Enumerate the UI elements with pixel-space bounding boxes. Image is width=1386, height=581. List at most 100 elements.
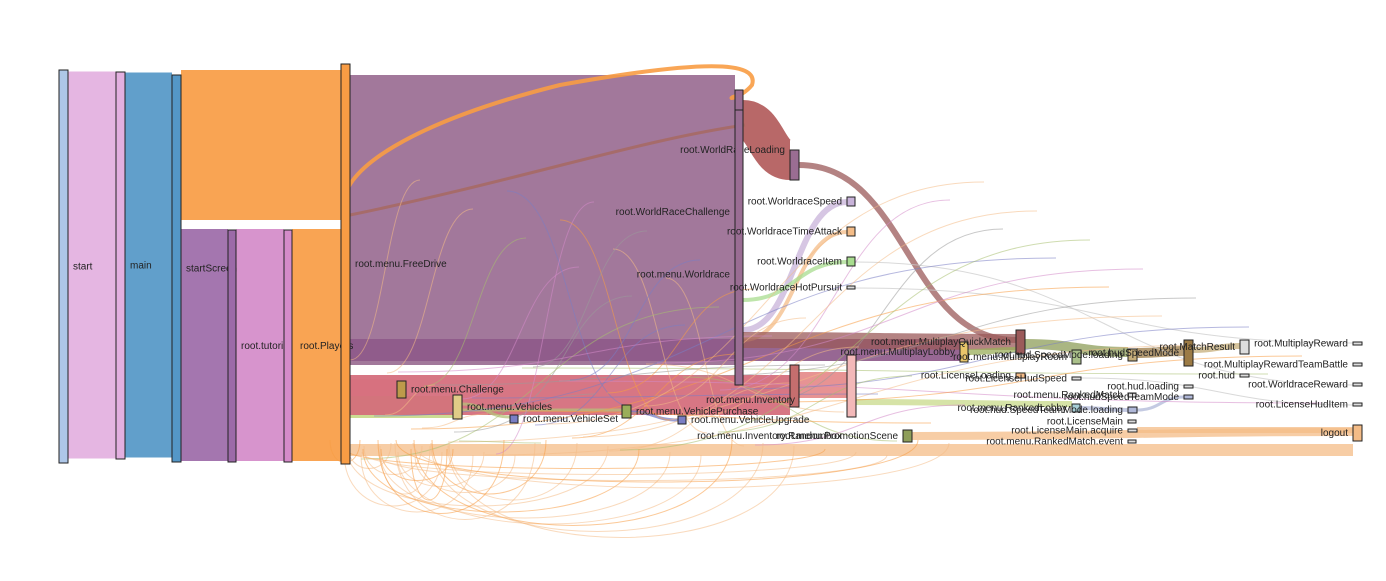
minor-link-60[interactable] [447,445,795,538]
node-bar-worldraceSpeed[interactable] [846,196,856,207]
minor-link-21[interactable] [612,248,708,434]
minor-link-2[interactable] [423,237,527,387]
minor-link-25[interactable] [434,364,826,386]
minor-link-68[interactable] [343,451,443,507]
minor-link-5[interactable] [534,324,686,426]
node-bar-vehicleSet[interactable] [509,414,519,424]
node-bar-licenseMainAcquire[interactable] [1127,428,1138,433]
link-rankedLobby-to-speedTeamModeLoading[interactable] [1079,406,1129,412]
node-rankedMatchEvent[interactable]: root.menu.RankedMatch.event [986,437,1137,448]
node-bar-licenseHudSpeed[interactable] [1071,376,1082,381]
node-start[interactable]: start [58,69,93,464]
node-startScreen[interactable]: startScreen [171,74,237,463]
node-bar-rankedLobby[interactable] [1071,403,1081,413]
minor-link-40[interactable] [569,259,701,381]
link-quickMatch-to-speedModeLoading[interactable] [1024,339,1129,357]
node-bar-vehicleUpgrade[interactable] [677,415,687,425]
link-worldraceLoading-to-quickMatch[interactable] [798,162,1017,343]
minor-link-1[interactable] [386,208,474,374]
node-main[interactable]: main [115,71,152,460]
minor-link-69[interactable] [360,454,474,513]
minor-link-71[interactable] [394,442,536,520]
node-multiplayRewardTeam[interactable]: root.MultiplayRewardTeamBattle [1204,360,1363,371]
node-bar-multiplayReward[interactable] [1352,341,1363,346]
minor-link-23[interactable] [360,306,720,460]
node-promotionScene[interactable]: root.menu.PromotionScene [776,429,913,443]
link-menuWorldrace-to-worldraceLoading[interactable] [739,100,794,180]
node-licenseHudItem[interactable]: root.LicenseHudItem [1256,400,1363,411]
node-bar-worldraceItem[interactable] [846,256,856,267]
minor-link-42[interactable] [643,317,807,407]
minor-link-65[interactable] [412,442,950,489]
node-vehicleSet[interactable]: root.menu.VehicleSet [509,414,618,425]
minor-link-34[interactable] [767,355,1303,403]
minor-link-17[interactable] [558,380,1322,404]
minor-link-8[interactable] [645,363,845,413]
node-worldraceReward[interactable]: root.WorldraceReward [1248,380,1363,391]
minor-link-39[interactable] [532,230,648,368]
minor-link-31[interactable] [656,268,1144,364]
node-randombox[interactable]: root.menu.Inventory.Randombox [697,354,857,442]
node-bar-matchResult[interactable] [1239,339,1250,355]
node-bar-rankedMatch[interactable] [1127,392,1137,398]
minor-link-9[interactable] [682,376,898,442]
minor-link-20[interactable] [559,219,671,421]
link-hudSpeedMode-to-matchResult[interactable] [1192,343,1241,353]
minor-link-16[interactable] [521,367,1269,375]
node-bar-worldraceTimeAttack[interactable] [846,226,856,237]
node-bar-worldraceLoading[interactable] [789,149,800,181]
link-worldraceItem-to-worldraceReward[interactable] [854,261,1354,386]
link-menuWorldrace-to-quickMatch[interactable] [742,332,1017,350]
node-worldraceHotPursuit[interactable]: root.WorldraceHotPursuit [730,283,856,294]
link-menuWorldrace-to-worldraceSpeed[interactable] [742,199,848,333]
minor-link-0[interactable] [349,179,421,361]
minor-link-36[interactable] [421,413,489,429]
node-vehiclePurchase[interactable]: root.menu.VehiclePurchase [621,404,759,419]
node-bar-challenge[interactable] [396,380,407,399]
minor-link-55[interactable] [362,448,640,513]
minor-link-27[interactable] [508,410,932,424]
node-multiplayRoom[interactable]: root.menu.MultiplayRoom [953,349,1082,365]
node-bar-hudLoading[interactable] [1183,384,1194,389]
node-speedModeLoading[interactable]: root.hud.SpeedMode.loading [995,348,1138,362]
minor-link-19[interactable] [506,190,634,408]
minor-link-7[interactable] [608,382,792,452]
node-multiplayReward[interactable]: root.MultiplayReward [1254,339,1363,350]
node-rankedLobby[interactable]: root.menu.RankedLobby [957,403,1081,414]
node-vehicleUpgrade[interactable]: root.menu.VehicleUpgrade [677,415,810,426]
minor-link-37[interactable] [458,440,542,444]
node-bar-freedrive[interactable] [340,63,351,465]
node-worldraceSpeed[interactable]: root.WorldraceSpeed [748,196,856,208]
minor-link-41[interactable] [606,288,754,394]
link-freedrive-to-worldrace-diagonal[interactable] [349,123,746,217]
node-bar-hudSpeedMode[interactable] [1183,339,1194,367]
node-players[interactable]: root.Players [283,229,353,463]
node-bar-worldraceReward[interactable] [1352,382,1363,387]
node-bar-licenseLoading[interactable] [1015,372,1026,379]
minor-link-10[interactable] [719,199,951,391]
node-bar-multiplayRewardTeam[interactable] [1352,362,1363,367]
node-bar-quickMatch[interactable] [1015,329,1026,355]
node-licenseMainAcquire[interactable]: root.LicenseMain.acquire [1011,426,1138,437]
minor-link-67[interactable] [410,448,448,501]
node-licenseMain[interactable]: root.LicenseMain [1047,417,1137,428]
node-quickMatch[interactable]: root.menu.MultiplayQuickMatch [871,329,1026,355]
minor-link-33[interactable] [730,326,1250,390]
node-bar-menuWorldrace[interactable] [734,109,744,386]
minor-link-51[interactable] [414,454,516,493]
minor-link-26[interactable] [471,393,879,399]
node-worldraceTimeAttack[interactable]: root.WorldraceTimeAttack [727,226,856,238]
node-bar-tutorial[interactable] [227,229,237,463]
node-bar-licenseHudItem[interactable] [1352,402,1363,407]
link-worldraceHotPursuit-to-multiplayReward[interactable] [854,287,1354,344]
node-bar-speedTeamModeLoading[interactable] [1127,406,1138,414]
minor-link-35[interactable] [384,384,436,416]
node-bar-worldraceChallenge[interactable] [734,89,744,111]
node-menuWorldrace[interactable]: root.menu.Worldrace [637,109,744,386]
node-speedTeamModeLoading[interactable]: root.hud.SpeedTeamMode.loading [970,405,1138,416]
minor-link-38[interactable] [495,201,595,455]
node-bar-vehiclePurchase[interactable] [621,404,632,419]
node-bar-start[interactable] [58,69,69,464]
node-bar-startScreen[interactable] [171,74,182,463]
node-bar-multiplayLobby[interactable] [959,341,969,363]
